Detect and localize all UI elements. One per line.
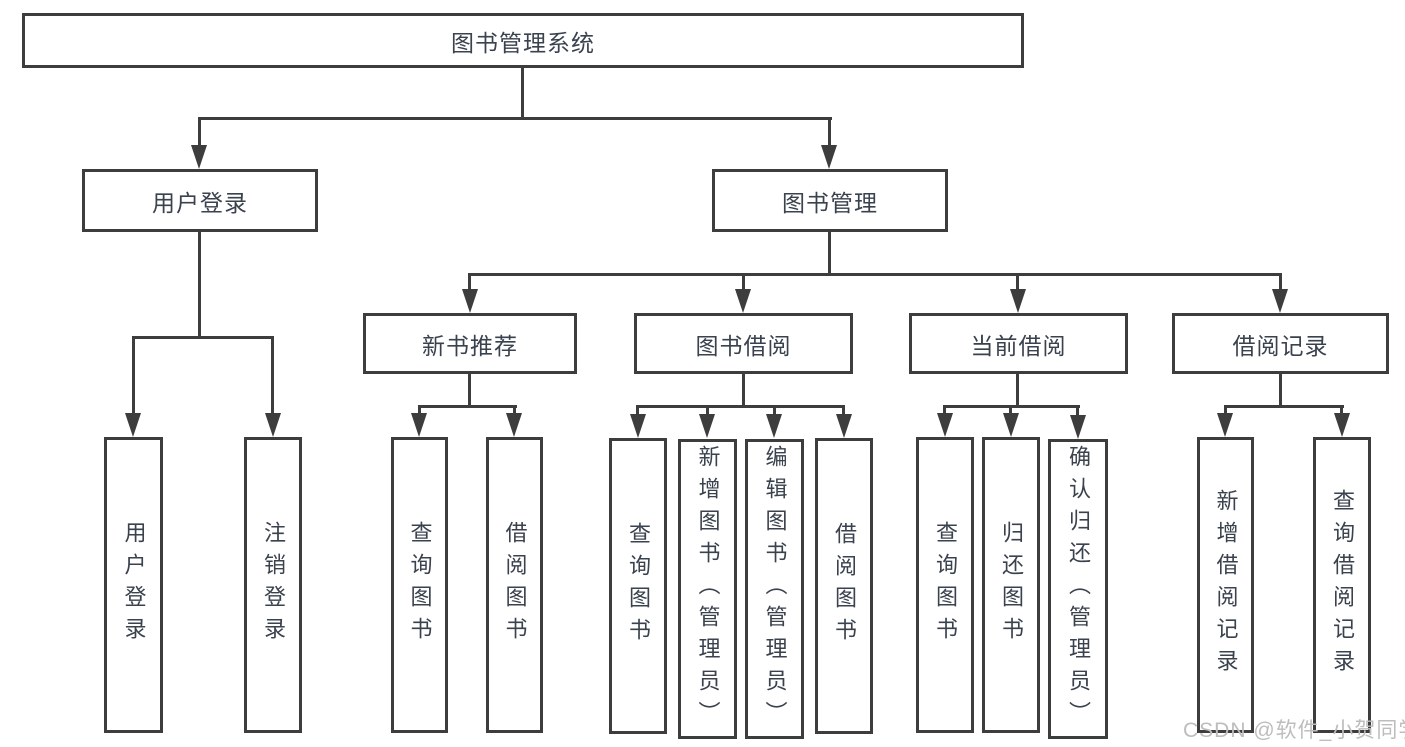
arrow-down-icon bbox=[1010, 289, 1026, 313]
node-label: 编辑图书（管理员） bbox=[762, 445, 788, 733]
connector-borrow-vline bbox=[742, 374, 745, 408]
node-book-borrow: 图书借阅 bbox=[634, 313, 853, 374]
arrow-down-icon bbox=[821, 145, 837, 169]
connector-borrow-drop-4 bbox=[842, 405, 845, 419]
connector-records-vline bbox=[1279, 374, 1282, 408]
connector-records-drop-2 bbox=[1340, 405, 1343, 417]
connector-current-drop-1 bbox=[943, 405, 946, 417]
leaf-add-book-admin: 新增图书（管理员） bbox=[678, 439, 737, 739]
node-label: 新增图书（管理员） bbox=[695, 445, 721, 733]
connector-userlogin-drop-right bbox=[271, 336, 274, 418]
node-label: 借阅图书 bbox=[502, 521, 528, 649]
leaf-add-borrow-record: 新增借阅记录 bbox=[1197, 437, 1254, 733]
connector-records-drop-1 bbox=[1224, 405, 1227, 417]
connector-userlogin-hline bbox=[132, 336, 273, 339]
leaf-confirm-return-admin: 确认归还（管理员） bbox=[1048, 439, 1108, 739]
connector-bookmgmt-drop-4 bbox=[1279, 273, 1282, 293]
arrow-down-icon bbox=[699, 414, 715, 438]
connector-current-drop-3 bbox=[1076, 405, 1079, 417]
node-book-management: 图书管理 bbox=[712, 169, 948, 232]
node-label: 图书管理系统 bbox=[451, 29, 595, 56]
arrow-down-icon bbox=[506, 413, 522, 437]
node-new-book-recommend: 新书推荐 bbox=[363, 313, 577, 374]
node-label: 用户登录 bbox=[152, 189, 248, 216]
arrow-down-icon bbox=[630, 414, 646, 438]
node-library-management-system: 图书管理系统 bbox=[22, 13, 1024, 68]
connector-bookmgmt-vline bbox=[828, 232, 831, 274]
node-user-login: 用户登录 bbox=[82, 169, 318, 232]
connector-recommend-vline bbox=[468, 374, 471, 408]
leaf-return-books: 归还图书 bbox=[982, 437, 1040, 733]
node-borrow-records: 借阅记录 bbox=[1172, 313, 1389, 374]
arrow-down-icon bbox=[937, 413, 953, 437]
connector-bookmgmt-drop-2 bbox=[742, 273, 745, 293]
arrow-down-icon bbox=[766, 414, 782, 438]
arrow-down-icon bbox=[1217, 413, 1233, 437]
connector-borrow-drop-2 bbox=[706, 405, 709, 419]
node-label: 查询图书 bbox=[933, 521, 958, 649]
leaf-edit-book-admin: 编辑图书（管理员） bbox=[745, 439, 804, 739]
connector-root-drop-left bbox=[198, 117, 201, 151]
node-label: 图书借阅 bbox=[695, 332, 792, 359]
leaf-query-books-current: 查询图书 bbox=[916, 437, 974, 733]
arrow-down-icon bbox=[1003, 413, 1019, 437]
connector-recommend-hline bbox=[418, 405, 517, 408]
node-label: 借阅图书 bbox=[832, 522, 857, 650]
arrow-down-icon bbox=[191, 145, 207, 169]
node-label: 用户登录 bbox=[121, 521, 147, 649]
arrow-down-icon bbox=[125, 413, 141, 437]
connector-bookmgmt-hline bbox=[468, 273, 1282, 276]
connector-recommend-drop-1 bbox=[418, 405, 421, 417]
connector-recommend-drop-2 bbox=[513, 405, 516, 417]
arrow-down-icon bbox=[265, 413, 281, 437]
node-label: 查询图书 bbox=[626, 522, 651, 650]
connector-root-drop-right bbox=[828, 117, 831, 151]
connector-borrow-drop-3 bbox=[773, 405, 776, 419]
node-label: 图书管理 bbox=[782, 189, 878, 216]
connector-bookmgmt-drop-1 bbox=[468, 273, 471, 293]
arrow-down-icon bbox=[735, 289, 751, 313]
leaf-borrow-books-recommend: 借阅图书 bbox=[486, 437, 543, 733]
node-label: 当前借阅 bbox=[970, 332, 1067, 359]
connector-current-vline bbox=[1016, 374, 1019, 408]
connector-records-hline bbox=[1224, 405, 1344, 408]
node-current-borrow: 当前借阅 bbox=[909, 313, 1128, 374]
arrow-down-icon bbox=[1272, 289, 1288, 313]
arrow-down-icon bbox=[1334, 413, 1350, 437]
leaf-query-borrow-record: 查询借阅记录 bbox=[1313, 437, 1371, 733]
leaf-user-login: 用户登录 bbox=[104, 437, 163, 733]
node-label: 确认归还（管理员） bbox=[1066, 445, 1091, 733]
leaf-query-books-recommend: 查询图书 bbox=[391, 437, 448, 733]
node-label: 新增借阅记录 bbox=[1213, 489, 1239, 681]
arrow-down-icon bbox=[411, 413, 427, 437]
arrow-down-icon bbox=[462, 289, 478, 313]
node-label: 注销登录 bbox=[261, 521, 286, 649]
connector-borrow-drop-1 bbox=[636, 405, 639, 419]
arrow-down-icon bbox=[1070, 415, 1086, 439]
node-label: 借阅记录 bbox=[1232, 332, 1329, 359]
connector-root-vline bbox=[521, 68, 524, 120]
arrow-down-icon bbox=[836, 414, 852, 438]
node-label: 归还图书 bbox=[999, 521, 1024, 649]
leaf-query-books-borrow: 查询图书 bbox=[609, 438, 667, 734]
node-label: 查询借阅记录 bbox=[1330, 489, 1355, 681]
watermark: CSDN @软件_小贺同学 bbox=[1183, 719, 1405, 742]
node-label: 新书推荐 bbox=[422, 332, 518, 359]
connector-userlogin-drop-left bbox=[132, 336, 135, 418]
leaf-borrow-books: 借阅图书 bbox=[815, 438, 873, 734]
node-label: 查询图书 bbox=[407, 521, 433, 649]
leaf-logout: 注销登录 bbox=[244, 437, 302, 733]
connector-bookmgmt-drop-3 bbox=[1016, 273, 1019, 293]
connector-userlogin-vline bbox=[198, 232, 201, 338]
connector-borrow-hline bbox=[636, 405, 845, 408]
connector-current-drop-2 bbox=[1009, 405, 1012, 417]
connector-root-hline bbox=[198, 117, 832, 120]
